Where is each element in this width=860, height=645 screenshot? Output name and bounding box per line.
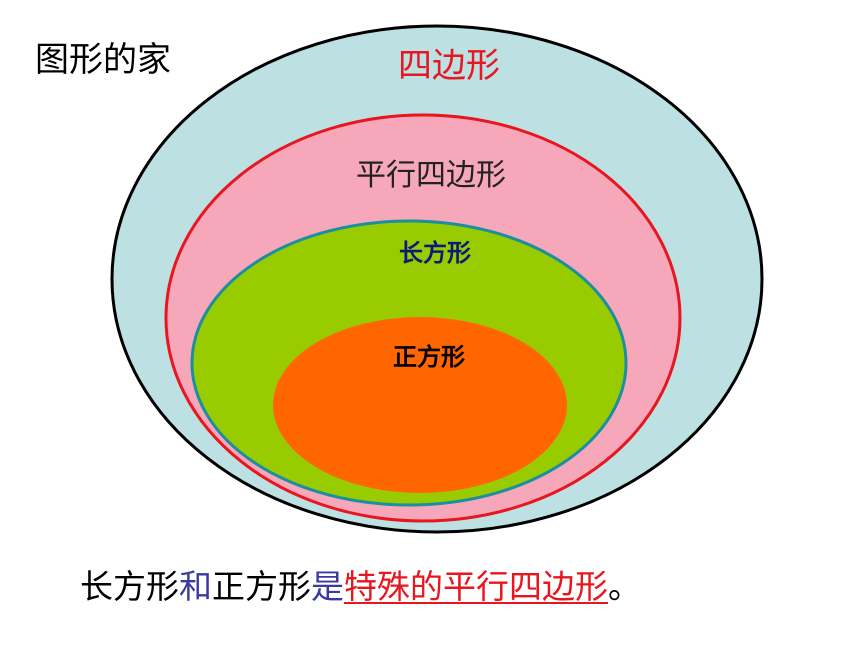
caption-square: 正方形 xyxy=(212,567,311,606)
parallelogram-label: 平行四边形 xyxy=(356,158,506,193)
caption-is: 是 xyxy=(311,567,344,606)
caption-rectangle: 长方形 xyxy=(80,567,179,606)
quadrilateral-label: 四边形 xyxy=(398,46,500,86)
square-set xyxy=(273,317,567,493)
caption-and: 和 xyxy=(179,567,212,606)
caption-special-parallelogram: 特殊的平行四边形 xyxy=(344,567,608,606)
square-label: 正方形 xyxy=(393,343,465,371)
rectangle-label: 长方形 xyxy=(399,239,471,267)
page-title: 图形的家 xyxy=(35,40,171,80)
conclusion-caption: 长方形和正方形是特殊的平行四边形。 xyxy=(80,560,641,608)
caption-period: 。 xyxy=(608,567,641,606)
